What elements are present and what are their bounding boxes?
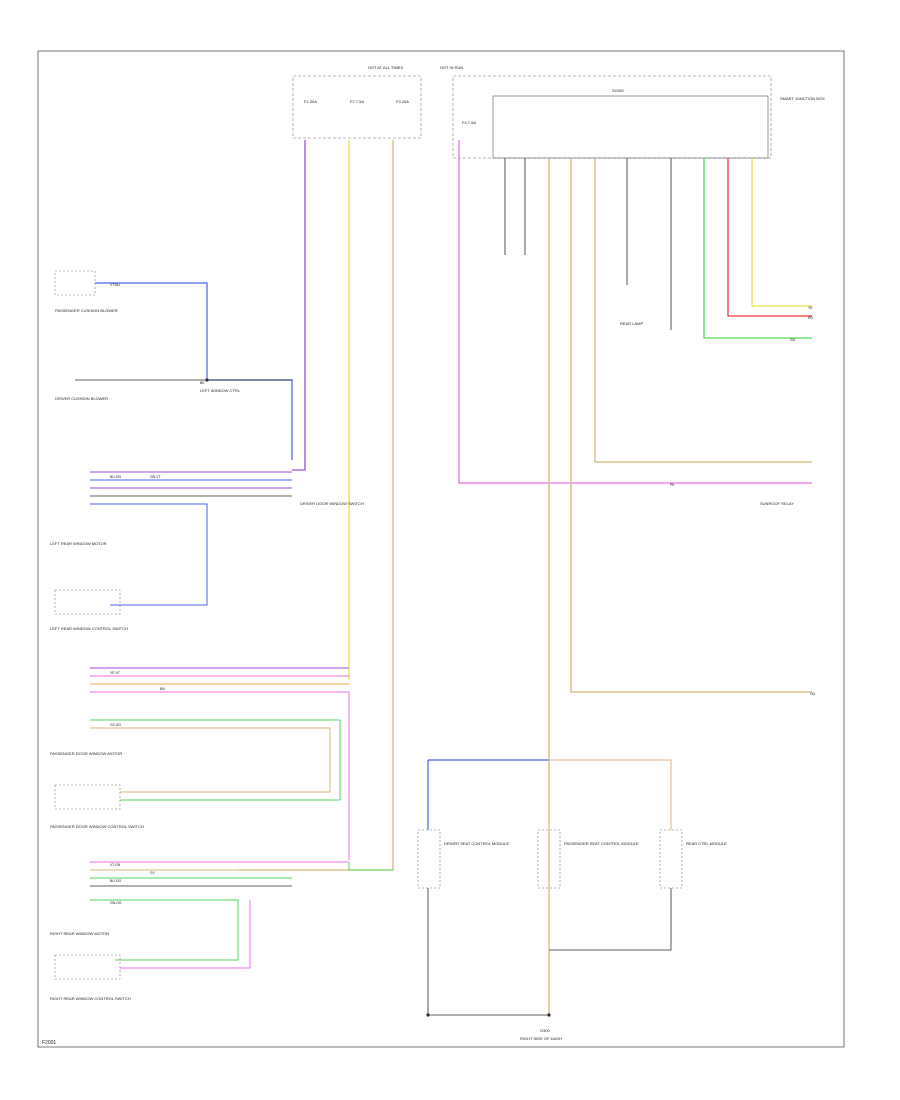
lower-modules: DRIVER SEAT CONTROL MODULE PASSENGER SEA… <box>417 759 727 1041</box>
wire-label-bu-gn: BU-GN <box>110 475 121 479</box>
driver-door-switch-label: DRIVER DOOR WINDOW SWITCH <box>300 501 364 506</box>
wire-violet-trunk <box>292 140 306 471</box>
trunk-wires <box>238 140 812 1015</box>
right-rear-window-motor: RIGHT REAR WINDOW MOTOR <box>50 861 393 969</box>
wire-label-ye: YE <box>808 306 813 310</box>
driver-cushion-blower: DRIVER CUSHION BLOWER LEFT WINDOW CTRL <box>55 378 292 401</box>
wire-red-sjb <box>727 158 812 317</box>
wire-label-ye-vt: YE-VT <box>110 671 120 675</box>
left-rear-window-switch-label: LEFT REAR WINDOW CONTROL SWITCH <box>50 626 128 631</box>
fuse-f2-label: F2 7.5A <box>350 99 364 104</box>
passenger-cushion-blower: PASSENGER CUSHION BLOWER <box>54 270 293 460</box>
wire-label-vt-bu: VT-BU <box>110 283 121 287</box>
right-rear-window-switch-label: RIGHT REAR WINDOW CONTROL SWITCH <box>50 996 131 1001</box>
wire-label-vt-gn: VT-GN <box>110 863 121 867</box>
left-rear-window-label: LEFT REAR WINDOW MOTOR <box>50 541 107 546</box>
diagram-code: F2001 <box>42 1040 56 1046</box>
wire-pink-trunk <box>458 140 812 484</box>
passenger-window-switch-label: PASSENGER DOOR WINDOW CONTROL SWITCH <box>50 824 144 829</box>
wire-label-gn-vt: GN-VT <box>150 475 161 479</box>
hot-at-all-times-label: HOT AT ALL TIMES <box>368 65 403 70</box>
ground-location-label: RIGHT SIDE OF DASH <box>520 1036 562 1041</box>
wire-label-bu-og: BU-OG <box>110 879 121 883</box>
fuse-f4-label: F4 7.5A <box>462 120 476 125</box>
passenger-cushion-label: PASSENGER CUSHION BLOWER <box>55 308 118 313</box>
sjb-stub-wires <box>504 158 672 330</box>
wire-label-rd: RD <box>808 316 813 320</box>
wire-tan-right <box>570 158 812 693</box>
driver-seat-module <box>417 829 441 889</box>
passenger-door-window-label: PASSENGER DOOR WINDOW MOTOR <box>50 751 122 756</box>
passenger-cell-label: PASSENGER SEAT CONTROL MODULE <box>564 841 639 846</box>
wire-label-gn: GN <box>790 338 796 342</box>
wire-tan-sjb2 <box>594 158 812 463</box>
sjb-label: SMART JUNCTION BOX <box>780 96 825 101</box>
wire-label-og: OG <box>810 692 816 696</box>
rear-lamp-label: REAR LAMP <box>620 321 643 326</box>
ground-g300-label: G300 <box>540 1028 551 1033</box>
driver-cushion-label: DRIVER CUSHION BLOWER <box>55 396 108 401</box>
right-rear-window-switch: RIGHT REAR WINDOW CONTROL SWITCH <box>50 954 131 1001</box>
wire-label-gy-og: GY-OG <box>110 723 121 727</box>
left-rear-window-motor: LEFT REAR WINDOW MOTOR <box>50 471 292 606</box>
passenger-window-switch: PASSENGER DOOR WINDOW CONTROL SWITCH <box>50 784 144 829</box>
rear-ctrl-label: REAR CTRL MODULE <box>686 841 727 846</box>
hot-in-run-label: HOT IN RUN <box>440 65 463 70</box>
wire-label-gn-og: GN-OG <box>110 901 122 905</box>
rear-ctrl-module <box>659 829 683 889</box>
driver-cell-label: DRIVER SEAT CONTROL MODULE <box>444 841 509 846</box>
left-window-ctrl-label: LEFT WINDOW CTRL <box>200 388 241 393</box>
fuse-f3-label: F3 20A <box>396 99 409 104</box>
smart-junction-box: HOT IN RUN F4 7.5A SCMG SMART JUNCTION B… <box>440 65 825 159</box>
left-rear-window-switch: LEFT REAR WINDOW CONTROL SWITCH <box>50 589 128 631</box>
wire-label-pk: PK <box>670 483 675 487</box>
wire-green-sjb <box>703 158 812 339</box>
diagram-frame <box>37 50 845 1048</box>
fuse-f1-label: F1 20A <box>304 99 317 104</box>
sunroof-relay-label: SUNROOF RELAY <box>760 501 794 506</box>
wire-lime-sjb <box>751 158 812 307</box>
body-junction-box: HOT AT ALL TIMES F1 20A F2 7.5A F3 20A <box>292 65 422 139</box>
wire-label-bn: BN <box>160 687 165 691</box>
passenger-door-window-motor: PASSENGER DOOR WINDOW MOTOR <box>50 667 350 860</box>
right-rear-window-label: RIGHT REAR WINDOW MOTOR <box>50 931 109 936</box>
wire-label-gy: GY <box>150 871 156 875</box>
bcm-label: SCMG <box>612 88 624 93</box>
wire-label-bk: BK <box>200 381 205 385</box>
